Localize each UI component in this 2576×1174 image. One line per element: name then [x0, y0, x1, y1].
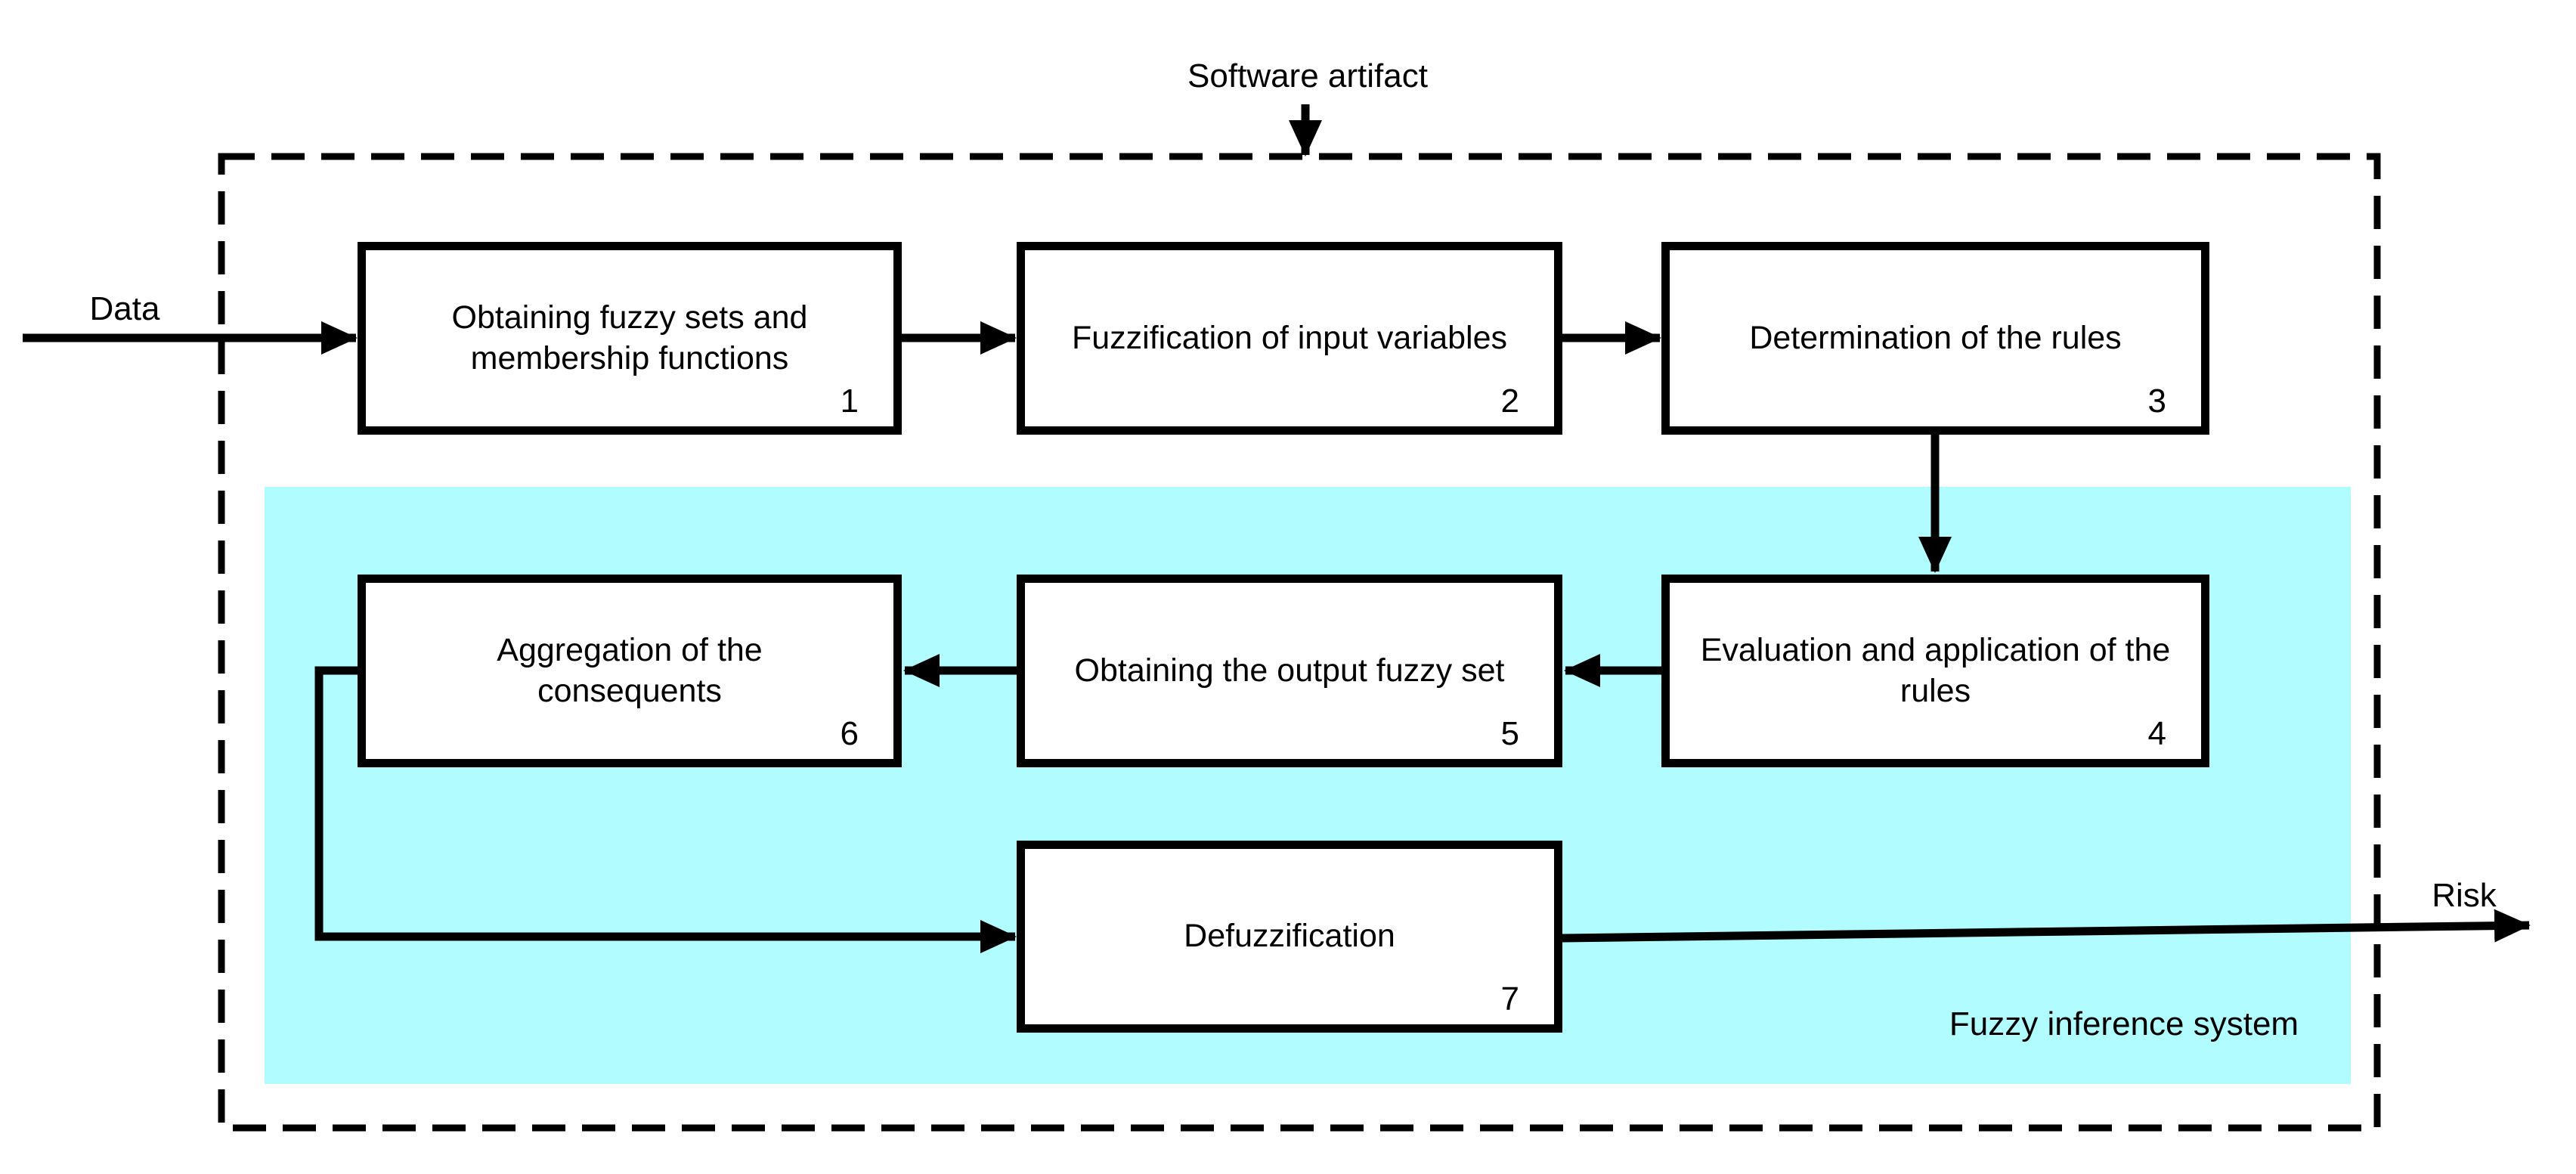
node-5-output-fuzzy-set: Obtaining the output fuzzy set 5	[1017, 575, 1562, 767]
node-4-evaluation-application: Evaluation and application of the rules …	[1661, 575, 2209, 767]
node-label: Obtaining the output fuzzy set	[1074, 652, 1505, 689]
node-label: Evaluation and application of the rules	[1700, 631, 2171, 709]
system-boundary-dashed-border	[218, 153, 2381, 1132]
node-6-aggregation-consequents: Aggregation of the consequents 6	[358, 575, 902, 767]
node-label: Determination of the rules	[1749, 319, 2122, 356]
node-number: 1	[840, 383, 859, 420]
node-number: 6	[840, 715, 859, 752]
node-7-defuzzification: Defuzzification 7	[1017, 841, 1562, 1033]
node-1-obtaining-fuzzy-sets: Obtaining fuzzy sets and membership func…	[358, 242, 902, 435]
risk-label: Risk	[2432, 877, 2497, 914]
data-label: Data	[89, 290, 160, 327]
software-artifact-label: Software artifact	[1187, 57, 1428, 94]
node-label: Fuzzification of input variables	[1071, 319, 1507, 356]
node-2-fuzzification: Fuzzification of input variables 2	[1017, 242, 1562, 435]
node-label: Defuzzification	[1184, 918, 1395, 955]
node-3-determination-rules: Determination of the rules 3	[1661, 242, 2209, 435]
node-label: Aggregation of the consequents	[497, 631, 763, 709]
node-number: 5	[1500, 715, 1519, 752]
node-number: 7	[1500, 980, 1519, 1018]
fuzzy-inference-system-label: Fuzzy inference system	[1949, 1005, 2299, 1042]
node-label: Obtaining fuzzy sets and membership func…	[451, 299, 808, 376]
arrow-7-to-risk	[1562, 909, 2531, 943]
node-number: 3	[2147, 383, 2166, 420]
node-number: 2	[1500, 383, 1519, 420]
node-number: 4	[2147, 715, 2166, 752]
arrow-6-to-7	[314, 666, 1017, 953]
